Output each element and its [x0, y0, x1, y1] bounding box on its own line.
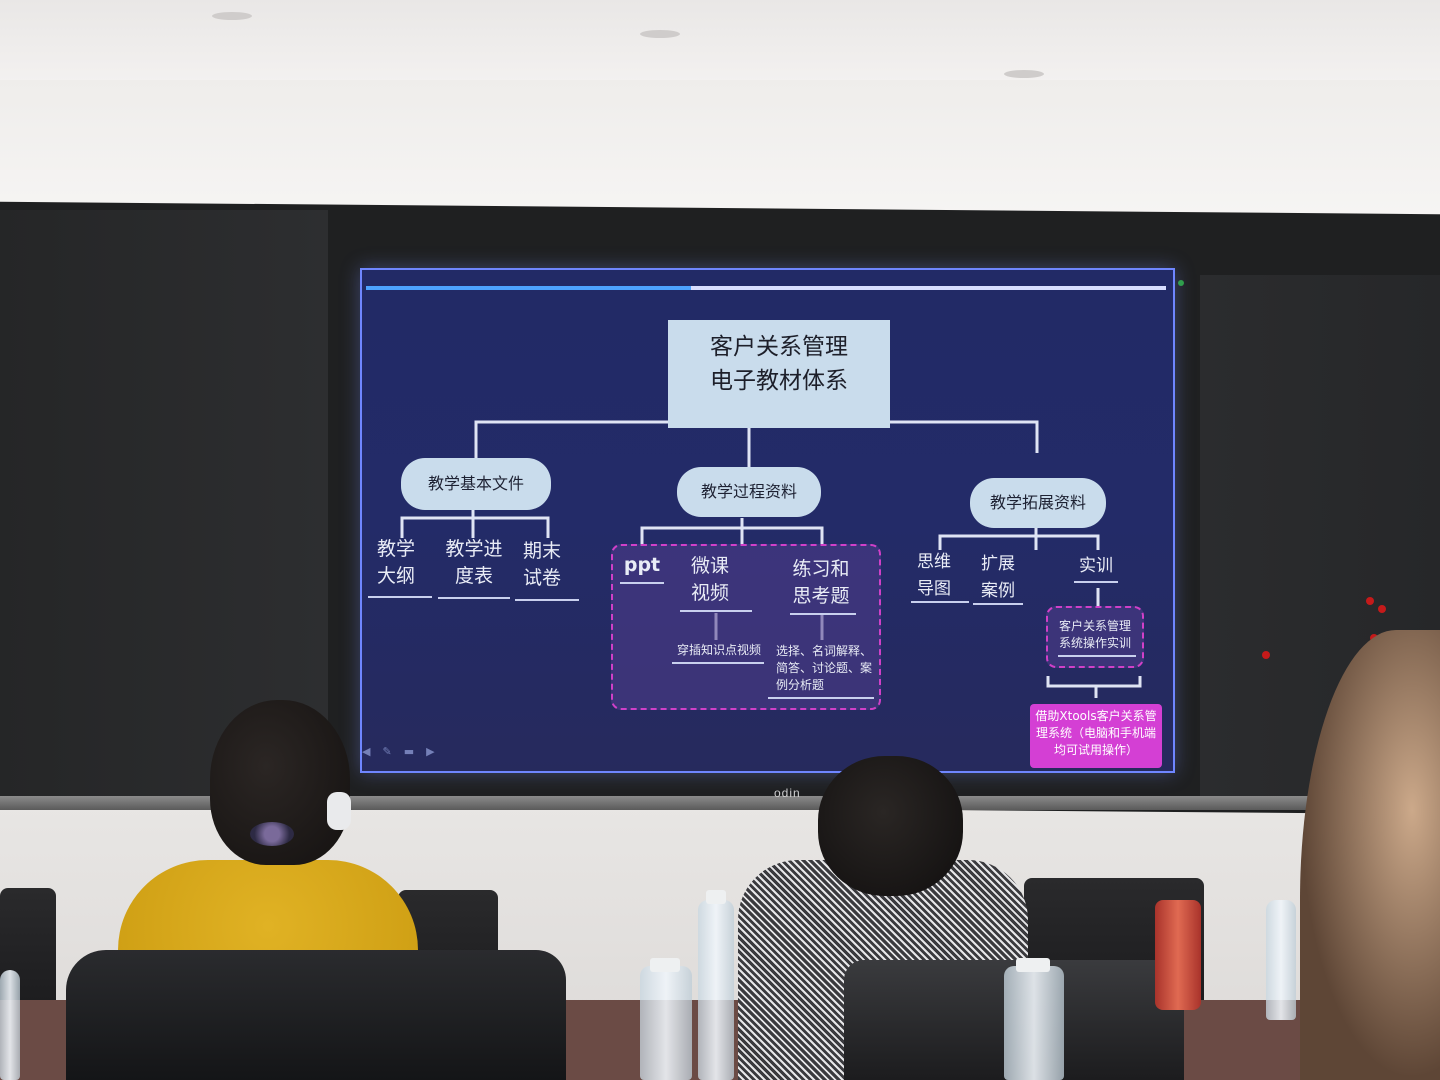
screen-icon[interactable]: ▬ — [403, 745, 427, 758]
leaf-micro-video: 微课 视频 — [682, 553, 738, 607]
magnet — [1262, 651, 1270, 659]
branch-process-materials: 教学过程资料 — [677, 467, 821, 517]
root-node: 客户关系管理 电子教材体系 — [668, 320, 890, 428]
red-thermos-bottle — [1155, 900, 1201, 1010]
leaf-line: 期末 — [522, 540, 561, 562]
branch-extension-materials: 教学拓展资料 — [970, 478, 1106, 528]
note-line: 理系统（电脑和手机端 — [1035, 726, 1156, 740]
ceiling-light — [640, 30, 680, 38]
note-line: 简答、讨论题、案 — [776, 661, 873, 675]
water-bottle — [698, 900, 734, 1080]
training-box-line: 客户关系管理 — [1058, 619, 1131, 633]
leaf-underline — [790, 613, 856, 615]
hair-clip — [250, 822, 294, 846]
branch-label: 教学拓展资料 — [989, 493, 1086, 512]
leaf-exercises: 练习和 思考题 — [788, 556, 854, 610]
leaf-line: 实训 — [1079, 556, 1113, 576]
magnet — [1378, 605, 1386, 613]
ceiling-light — [212, 12, 252, 20]
leaf-ppt: ppt — [620, 552, 664, 579]
root-title-line1: 客户关系管理 — [710, 334, 848, 360]
leaf-line: 扩展 — [981, 554, 1015, 574]
leaf-underline — [620, 582, 664, 584]
magnet — [1366, 597, 1374, 605]
black-coat-on-chair — [66, 950, 566, 1080]
training-box-line: 系统操作实训 — [1058, 636, 1131, 650]
note-line: 均可试用操作） — [1053, 743, 1138, 757]
leaf-mind-map: 思维 导图 — [912, 549, 956, 603]
slide-toolbar: ◀✎▬▶ — [362, 745, 447, 758]
branch-label: 教学过程资料 — [700, 482, 797, 501]
ceiling-light — [1004, 70, 1044, 78]
leaf-schedule: 教学进 度表 — [438, 536, 510, 590]
leaf-line: ppt — [623, 554, 661, 576]
video-note: 穿插知识点视频 — [677, 643, 762, 657]
attendee-head — [818, 756, 963, 896]
water-bottle — [640, 966, 692, 1080]
leaf-underline — [1074, 581, 1118, 583]
next-arrow-icon[interactable]: ▶ — [426, 745, 447, 758]
slide-progress-strip-rest — [691, 286, 1166, 290]
leaf-line: 大纲 — [376, 565, 415, 587]
note-line: 选择、名词解释、 — [776, 644, 873, 658]
leaf-line: 思维 — [917, 552, 951, 572]
leaf-underline — [911, 601, 969, 603]
water-bottle — [0, 970, 20, 1080]
display-brand-logo: odin — [774, 786, 801, 800]
leaf-extension-cases: 扩展 案例 — [976, 551, 1020, 605]
note-line: 借助Xtools客户关系管 — [1035, 709, 1157, 723]
leaf-line: 案例 — [981, 581, 1015, 601]
power-indicator — [1178, 280, 1184, 286]
leaf-underline — [438, 597, 510, 599]
note-line: 例分析题 — [776, 678, 825, 692]
leaf-syllabus: 教学 大纲 — [366, 536, 426, 590]
leaf-line: 微课 — [690, 555, 729, 577]
leaf-final-exam: 期末 试卷 — [514, 538, 570, 592]
bottle-cap — [650, 958, 680, 972]
leaf-line: 思考题 — [792, 585, 850, 607]
leaf-line: 度表 — [454, 565, 493, 587]
water-bottle — [1266, 900, 1296, 1020]
leaf-underline — [515, 599, 579, 601]
leaf-underline — [1058, 655, 1136, 657]
leaf-underline — [672, 662, 764, 664]
leaf-underline — [368, 596, 432, 598]
bottle-cap — [1016, 958, 1050, 972]
leaf-line: 练习和 — [792, 558, 850, 580]
screen-border — [360, 268, 1175, 773]
root-title-line2: 电子教材体系 — [710, 368, 848, 394]
leaf-line: 视频 — [690, 582, 729, 604]
board-frame-bottom — [0, 796, 1440, 810]
xtools-note: 借助Xtools客户关系管 理系统（电脑和手机端 均可试用操作） — [1030, 704, 1162, 768]
slide-progress-strip — [366, 286, 691, 290]
water-bottle — [1004, 966, 1064, 1080]
leaf-line: 教学 — [376, 538, 415, 560]
leaf-line: 试卷 — [522, 567, 561, 589]
face-mask — [327, 792, 351, 830]
pen-icon[interactable]: ✎ — [382, 745, 404, 758]
leaf-line: 导图 — [917, 579, 951, 599]
leaf-underline — [768, 697, 874, 699]
leaf-training: 实训 — [1074, 553, 1118, 580]
leaf-underline — [680, 610, 752, 612]
exercise-note: 选择、名词解释、 简答、讨论题、案 例分析题 — [776, 643, 872, 694]
branch-basic-documents: 教学基本文件 — [401, 458, 551, 510]
training-box: 客户关系管理 系统操作实训 — [1046, 606, 1144, 668]
leaf-underline — [973, 603, 1023, 605]
prev-arrow-icon[interactable]: ◀ — [362, 745, 383, 758]
leaf-line: 教学进 — [445, 538, 503, 560]
process-materials-group — [611, 544, 881, 710]
branch-label: 教学基本文件 — [427, 474, 524, 493]
bottle-cap — [706, 890, 726, 904]
